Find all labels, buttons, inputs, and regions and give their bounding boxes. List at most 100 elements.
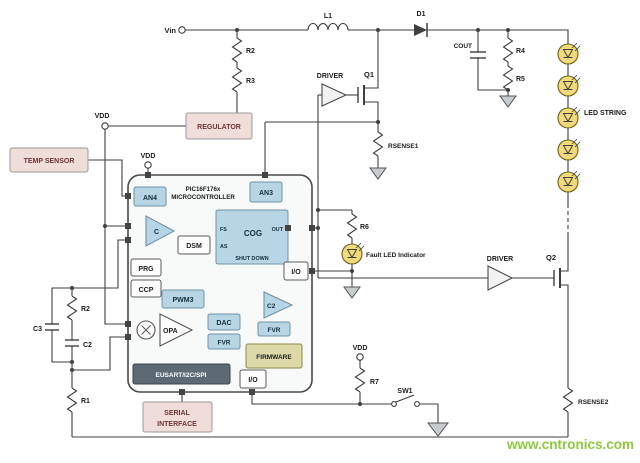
opamp-opa: OPA [136, 313, 194, 347]
d1-label: D1 [417, 11, 426, 18]
vdd-terminal-regulator: VDD [95, 113, 110, 130]
capacitor-c3: C3 [33, 323, 59, 333]
regulator-block: REGULATOR [185, 112, 253, 140]
firmware-block: FIRMWARE [245, 343, 303, 369]
opa-label: OPA [163, 328, 178, 335]
r5-label: R5 [516, 76, 525, 83]
serial-interface-block: SERIAL INTERFACE [142, 401, 213, 433]
ccp-label: CCP [139, 287, 154, 294]
mcu-pins [125, 172, 315, 395]
led-icon [557, 138, 581, 161]
c2-left-label: C2 [83, 342, 92, 349]
q2-label: Q2 [546, 253, 556, 262]
mcu-title-1: PIC16F176x [186, 186, 221, 193]
diode-d1: D1 [414, 11, 428, 37]
cog-label: COG [244, 229, 262, 238]
resistor-r5: R5 [502, 65, 525, 91]
ground-icon [343, 286, 361, 299]
resistor-r1: R1 [66, 387, 90, 413]
cout-label: COUT [454, 43, 472, 50]
an4-block: AN4 [133, 186, 167, 207]
watermark-text: www.cntronics.com [506, 437, 634, 452]
resistor-r2-top: R2 [231, 37, 255, 63]
r1-label: R1 [81, 398, 90, 405]
an4-label: AN4 [143, 195, 157, 202]
led-string: LED STRING [557, 42, 627, 193]
an3-block: AN3 [249, 181, 283, 203]
fvr-block-2: FVR [257, 321, 291, 337]
driver2-label: DRIVER [487, 256, 513, 263]
cog-fs-label: FS [220, 227, 227, 233]
comparator-c: C [145, 215, 176, 247]
eusart-label: EUSART/I2C/SPI [156, 372, 207, 379]
driver1-label: DRIVER [317, 73, 343, 80]
resistor-r7: R7 [354, 367, 379, 393]
vdd-label: VDD [95, 113, 110, 120]
ground-icon [499, 95, 517, 108]
driver-amp-1: DRIVER [317, 73, 348, 107]
serial-label-2: INTERFACE [157, 421, 197, 428]
amplifier-icon [487, 265, 514, 291]
capacitor-cout: COUT [454, 43, 486, 59]
resistor-r4: R4 [502, 37, 525, 63]
rsense2-label: RSENSE2 [578, 399, 609, 406]
led-icon [557, 74, 581, 97]
io-block-right: I/O [283, 261, 309, 281]
r2-left-label: R2 [81, 306, 90, 313]
temp-sensor-block: TEMP SENSOR [9, 147, 89, 173]
fault-led-label: Fault LED Indicator [366, 252, 426, 259]
led-string-label: LED STRING [584, 110, 627, 117]
driver-amp-2: DRIVER [487, 256, 514, 291]
r6-label: R6 [360, 224, 369, 231]
ground-icon [426, 422, 450, 437]
led-icon [557, 106, 581, 129]
serial-label-1: SERIAL [164, 410, 190, 417]
led-icon [557, 42, 581, 65]
inductor-l1: L1 [307, 13, 349, 31]
vdd-label: VDD [141, 153, 156, 160]
led-icon [557, 170, 581, 193]
fvr-block-1: FVR [207, 333, 241, 350]
led-icon [341, 242, 365, 265]
resistor-r2-left: R2 [66, 295, 90, 321]
regulator-label: REGULATOR [197, 124, 241, 131]
r3-label: R3 [246, 78, 255, 85]
c3-label: C3 [33, 326, 42, 333]
r7-label: R7 [370, 379, 379, 386]
r2-label: R2 [246, 48, 255, 55]
io-label: I/O [248, 377, 258, 384]
io-label: I/O [291, 269, 301, 276]
dac-label: DAC [216, 320, 231, 327]
ground-symbols [343, 95, 517, 437]
cog-shutdown-label: SHUT DOWN [235, 256, 268, 262]
l1-label: L1 [324, 13, 332, 20]
vin-label: Vin [164, 26, 176, 35]
sw1-label: SW1 [397, 388, 412, 395]
vdd-terminal-mcu: VDD [141, 153, 156, 169]
an3-label: AN3 [259, 190, 273, 197]
junction-dots [70, 28, 510, 406]
fault-led: Fault LED Indicator [341, 242, 426, 265]
ground-icon [369, 167, 387, 180]
io-block-bottom: I/O [239, 369, 267, 389]
resistor-r3: R3 [231, 67, 255, 93]
vdd-terminal-r7: VDD [353, 345, 368, 361]
resistor-rsense1: RSENSE1 [372, 131, 419, 157]
comp-c2-label: C2 [267, 303, 276, 310]
r4-label: R4 [516, 48, 525, 55]
mosfet-q1: Q1 [357, 70, 374, 105]
mcu-block: PIC16F176x MICROCONTROLLER AN4 AN3 C DSM… [125, 172, 315, 395]
q1-label: Q1 [364, 70, 374, 79]
eusart-block: EUSART/I2C/SPI [132, 363, 231, 385]
comp-c-label: C [154, 229, 159, 236]
cog-out-label: OUT [272, 227, 284, 233]
dsm-block: DSM [177, 235, 211, 255]
fvr-label: FVR [218, 340, 231, 347]
fvr-label: FVR [268, 327, 281, 334]
amplifier-icon [321, 83, 348, 107]
temp-sensor-label: TEMP SENSOR [24, 158, 75, 165]
switch-sw1: SW1 [391, 388, 420, 407]
cog-block: COG FS AS OUT SHUT DOWN [215, 209, 291, 265]
vdd-label: VDD [353, 345, 368, 352]
